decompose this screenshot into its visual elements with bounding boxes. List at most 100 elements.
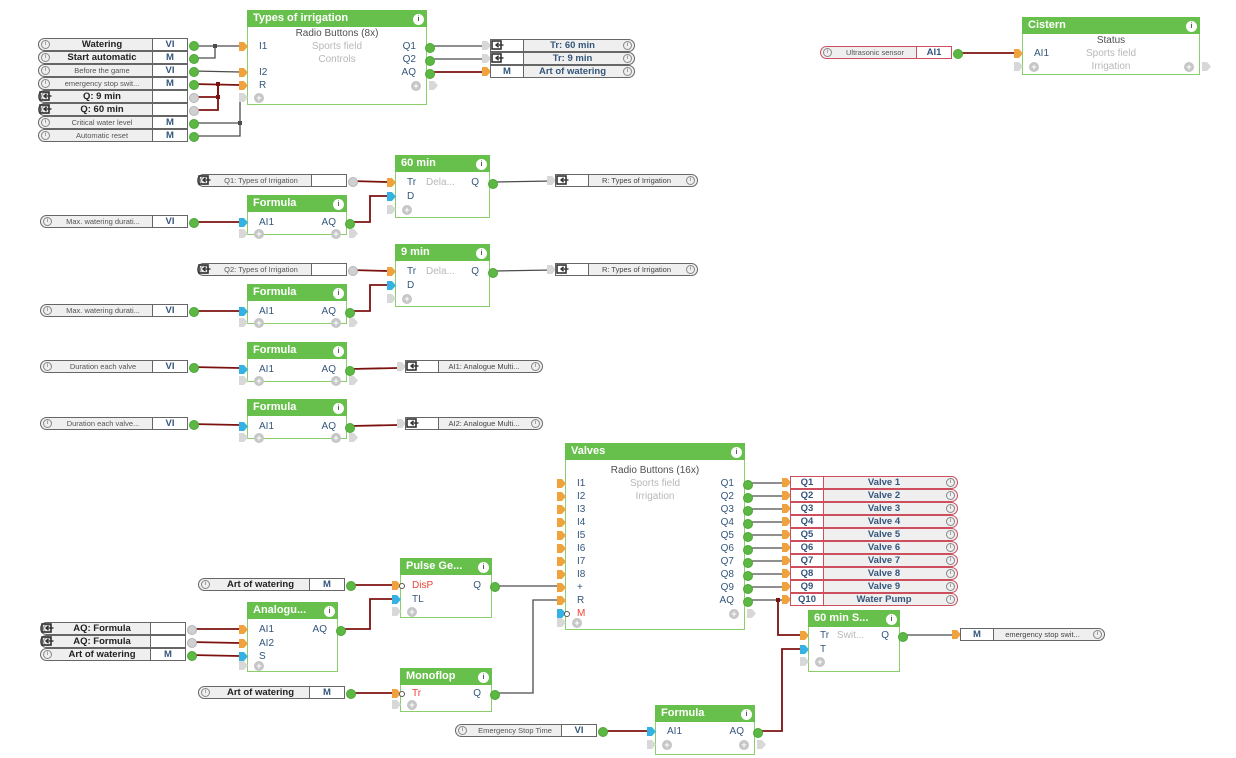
- output-connector-q3[interactable]: [743, 506, 753, 516]
- output-connector-aq[interactable]: [753, 728, 763, 738]
- tag-input-connector[interactable]: [547, 176, 556, 185]
- input-connector-ai1[interactable]: [239, 218, 248, 227]
- info-icon[interactable]: i: [324, 606, 335, 617]
- output-connector-q4[interactable]: [743, 519, 753, 529]
- add-connector-button[interactable]: +: [411, 81, 421, 91]
- pill-output-connector[interactable]: [189, 307, 199, 317]
- input-connector-ai1[interactable]: [239, 365, 248, 374]
- pill-output-connector[interactable]: [189, 218, 199, 228]
- pill-output-connector[interactable]: [348, 266, 358, 276]
- tag-input-connector[interactable]: [782, 504, 791, 513]
- output-ref-ai2-analogue-multi[interactable]: AI2: Analogue Multi...i: [405, 417, 543, 430]
- add-connector-button[interactable]: +: [254, 229, 264, 239]
- info-icon[interactable]: i: [1091, 629, 1104, 640]
- pill-output-connector[interactable]: [598, 727, 608, 737]
- info-icon[interactable]: i: [476, 248, 487, 259]
- add-connector-button[interactable]: +: [254, 318, 264, 328]
- output-connector-q5[interactable]: [743, 532, 753, 542]
- info-icon[interactable]: i: [529, 361, 542, 372]
- input-connector-disp[interactable]: [392, 581, 401, 590]
- add-connector-button[interactable]: +: [572, 618, 582, 628]
- tag-input-connector[interactable]: [782, 569, 791, 578]
- pill-output-connector[interactable]: [348, 177, 358, 187]
- info-icon[interactable]: i: [621, 40, 634, 51]
- input-connector-i1[interactable]: [239, 42, 248, 51]
- add-connector-button[interactable]: +: [407, 607, 417, 617]
- tag-input-connector[interactable]: [397, 362, 406, 371]
- tag-input-connector[interactable]: [782, 491, 791, 500]
- tag-input-connector[interactable]: [782, 517, 791, 526]
- info-icon[interactable]: i: [621, 53, 634, 64]
- info-icon[interactable]: i: [413, 14, 424, 25]
- input-connector-tr[interactable]: [387, 178, 396, 187]
- input-connector-r[interactable]: [239, 81, 248, 90]
- input-connector-i2[interactable]: [557, 492, 566, 501]
- info-icon[interactable]: i: [456, 725, 469, 736]
- info-icon[interactable]: i: [821, 47, 834, 58]
- info-icon[interactable]: i: [333, 288, 344, 299]
- add-connector-button[interactable]: +: [407, 700, 417, 710]
- add-connector-button[interactable]: +: [662, 740, 672, 750]
- info-icon[interactable]: i: [684, 264, 697, 275]
- add-connector-button[interactable]: +: [815, 657, 825, 667]
- info-icon[interactable]: i: [41, 418, 54, 429]
- pill-output-connector[interactable]: [189, 420, 199, 430]
- output-connector-aq[interactable]: [743, 597, 753, 607]
- info-icon[interactable]: i: [41, 361, 54, 372]
- input-connector-ai1[interactable]: [647, 727, 656, 736]
- pill-output-connector[interactable]: [189, 106, 199, 116]
- pill-output-connector[interactable]: [953, 49, 963, 59]
- info-icon[interactable]: i: [944, 503, 957, 514]
- tag-input-connector[interactable]: [782, 582, 791, 591]
- info-icon[interactable]: i: [741, 709, 752, 720]
- pill-output-connector[interactable]: [189, 80, 199, 90]
- info-icon[interactable]: i: [333, 346, 344, 357]
- pill-output-connector[interactable]: [189, 119, 199, 129]
- info-icon[interactable]: i: [944, 477, 957, 488]
- info-icon[interactable]: i: [944, 594, 957, 605]
- tag-input-connector[interactable]: [482, 54, 491, 63]
- info-icon[interactable]: i: [944, 516, 957, 527]
- pill-output-connector[interactable]: [187, 651, 197, 661]
- pill-output-connector[interactable]: [187, 625, 197, 635]
- input-connector-i7[interactable]: [557, 557, 566, 566]
- tag-input-connector[interactable]: [482, 41, 491, 50]
- input-connector-i3[interactable]: [557, 505, 566, 514]
- output-connector-aq[interactable]: [345, 219, 355, 229]
- output-connector-q1[interactable]: [425, 43, 435, 53]
- info-icon[interactable]: i: [529, 418, 542, 429]
- tag-input-connector[interactable]: [782, 530, 791, 539]
- tag-input-connector[interactable]: [782, 595, 791, 604]
- tag-input-connector[interactable]: [782, 556, 791, 565]
- input-connector-ai2[interactable]: [239, 639, 248, 648]
- add-connector-button[interactable]: +: [402, 205, 412, 215]
- pill-output-connector[interactable]: [187, 638, 197, 648]
- input-connector-tr[interactable]: [392, 689, 401, 698]
- input-connector-i8[interactable]: [557, 570, 566, 579]
- info-icon[interactable]: i: [39, 65, 52, 76]
- add-connector-button[interactable]: +: [739, 740, 749, 750]
- pill-output-connector[interactable]: [189, 54, 199, 64]
- tag-input-connector[interactable]: [397, 419, 406, 428]
- info-icon[interactable]: i: [944, 581, 957, 592]
- pill-output-connector[interactable]: [189, 132, 199, 142]
